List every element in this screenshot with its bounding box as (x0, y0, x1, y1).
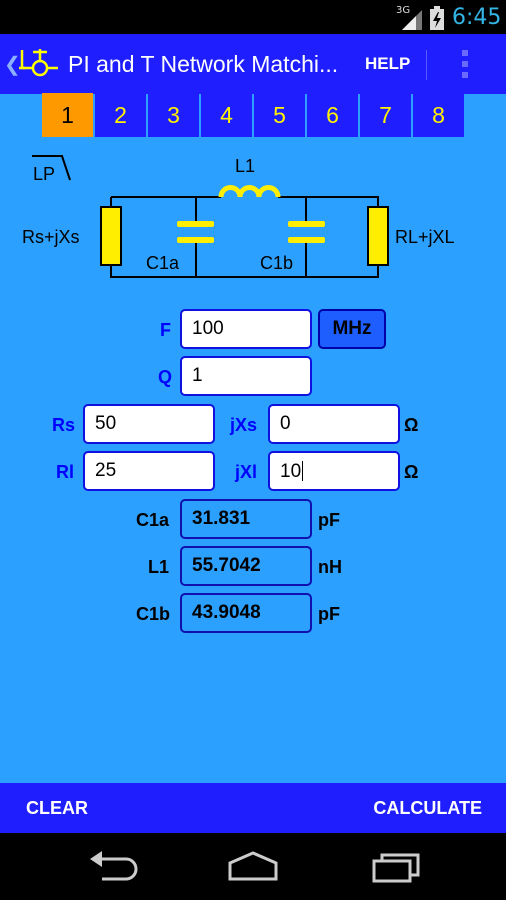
network-type: 3G (396, 5, 411, 16)
resistor-load (367, 206, 389, 266)
tab-3[interactable]: 3 (148, 93, 199, 137)
jxl-unit-label: Ω (404, 462, 419, 482)
rs-label: Rs (52, 415, 76, 435)
navigation-bar (0, 833, 506, 900)
rl-label: Rl (56, 462, 74, 482)
lowpass-symbol (32, 155, 71, 181)
circuit-l1-label: L1 (235, 156, 255, 176)
signal-icon (402, 10, 422, 30)
capacitor-c1a-plate-top (177, 221, 214, 227)
status-bar: 3G 6:45 (0, 0, 506, 34)
frequency-input[interactable]: 100 (180, 309, 312, 349)
circuit-c1a-label: C1a (146, 253, 180, 273)
result-l1-unit: nH (318, 557, 342, 577)
up-chevron-icon[interactable]: ❮ (4, 54, 21, 76)
recent-apps-icon[interactable] (370, 849, 422, 885)
rl-input[interactable]: 25 (83, 451, 215, 491)
calculate-button[interactable]: CALCULATE (373, 798, 482, 818)
capacitor-c1a-plate-bottom (177, 237, 214, 243)
result-c1b-value: 43.9048 (180, 593, 312, 633)
content-area: 1 2 3 4 5 6 7 8 LP L1 Rs+jXs RL+jXL C1a … (0, 93, 506, 783)
resistor-source (100, 206, 122, 266)
jxl-input-value: 10 (280, 461, 302, 482)
capacitor-c1b-plate-top (288, 221, 325, 227)
result-c1b-label: C1b (136, 604, 171, 624)
overflow-menu-icon[interactable] (460, 48, 470, 80)
jxl-label: jXl (235, 462, 258, 482)
circuit-c1b-label: C1b (260, 253, 293, 273)
help-button[interactable]: HELP (365, 54, 411, 73)
frequency-unit-button[interactable]: MHz (318, 309, 386, 349)
result-c1b-unit: pF (318, 604, 340, 624)
frequency-label: F (160, 320, 171, 340)
tab-row: 1 2 3 4 5 6 7 8 (42, 93, 466, 137)
rs-input[interactable]: 50 (83, 404, 215, 444)
jxs-input[interactable]: 0 (268, 404, 400, 444)
app-icon[interactable] (18, 46, 60, 80)
tab-6[interactable]: 6 (307, 93, 358, 137)
action-separator (426, 50, 427, 80)
inductor-l1 (218, 185, 281, 198)
tab-2[interactable]: 2 (95, 93, 146, 137)
result-c1a-value: 31.831 (180, 499, 312, 539)
circuit-diagram: LP L1 Rs+jXs RL+jXL C1a C1b (22, 155, 455, 278)
jxl-input[interactable]: 10 (268, 451, 400, 491)
tab-8[interactable]: 8 (413, 93, 464, 137)
tab-5[interactable]: 5 (254, 93, 305, 137)
circuit-rl-label: RL+jXL (395, 227, 455, 247)
circuit-type-label: LP (33, 164, 55, 184)
result-l1-value: 55.7042 (180, 546, 312, 586)
capacitor-leads (195, 197, 307, 277)
jxs-label: jXs (230, 415, 258, 435)
app-title: PI and T Network Matchi... (68, 51, 339, 77)
result-c1a-unit: pF (318, 510, 340, 530)
capacitor-c1b-plate-bottom (288, 237, 325, 243)
action-bar: ❮ PI and T Network Matchi... HELP (0, 34, 506, 94)
tab-1[interactable]: 1 (42, 93, 93, 137)
status-time: 6:45 (452, 5, 502, 30)
circuit-wires (110, 196, 379, 278)
result-c1a-label: C1a (136, 510, 170, 530)
bottom-action-bar: CLEAR CALCULATE (0, 783, 506, 833)
result-l1-label: L1 (148, 557, 170, 577)
home-icon[interactable] (226, 849, 280, 885)
tab-7[interactable]: 7 (360, 93, 411, 137)
back-icon[interactable] (86, 849, 138, 885)
q-label: Q (158, 367, 173, 387)
battery-charging-icon (430, 6, 444, 30)
q-input[interactable]: 1 (180, 356, 312, 396)
tab-4[interactable]: 4 (201, 93, 252, 137)
circuit-rs-label: Rs+jXs (22, 227, 80, 247)
jxs-unit-label: Ω (404, 415, 419, 435)
clear-button[interactable]: CLEAR (26, 798, 88, 818)
text-cursor (302, 461, 304, 481)
